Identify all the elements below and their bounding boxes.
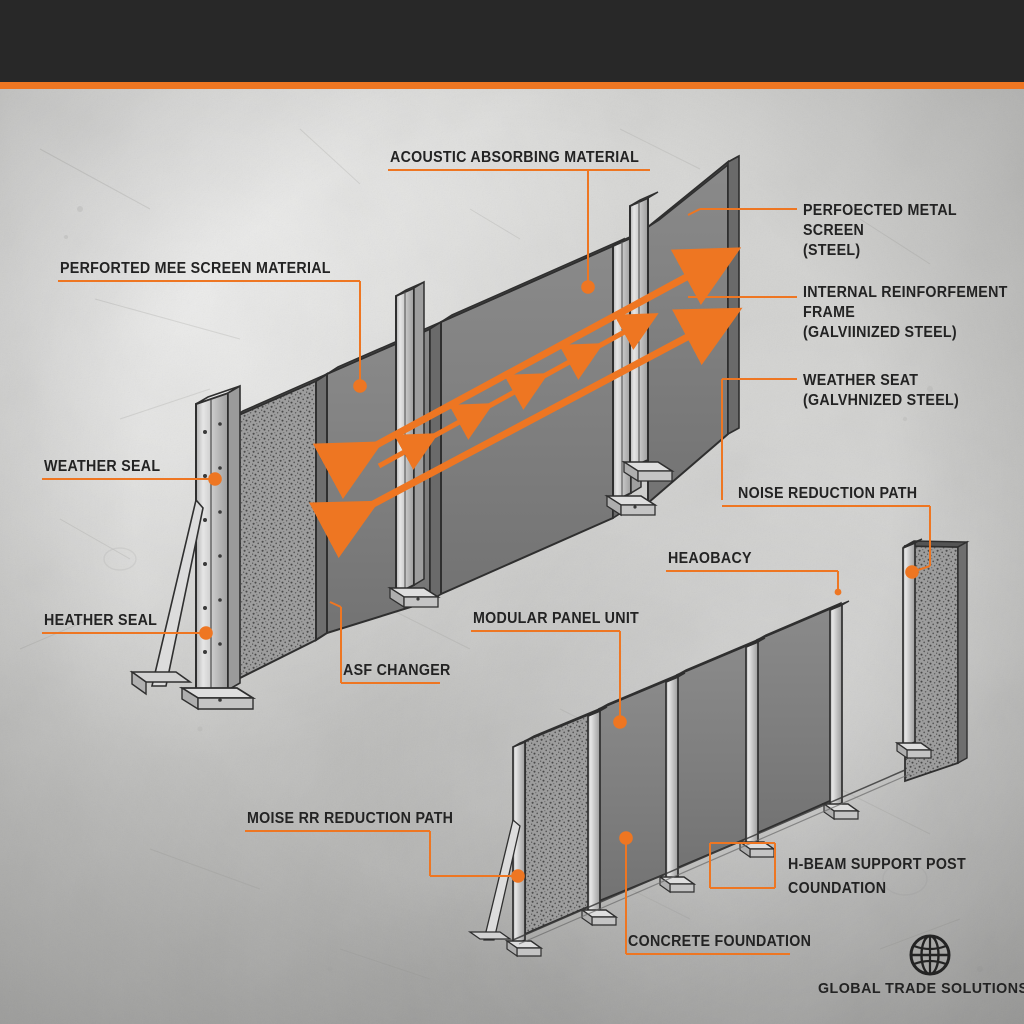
callout-weather-seal-upper: WEATHER SEAL <box>44 458 161 475</box>
callout-foundation-second-line: COUNDATION <box>788 880 887 897</box>
header-accent-rule <box>0 82 1024 89</box>
leader-noise-dot <box>905 565 931 579</box>
leader-headbacy-dot <box>834 588 842 596</box>
callout-noise-reduction-path-lower: MOISE RR REDUCTION PATH <box>247 810 454 827</box>
callout-acoustic-absorbing-material: ACOUSTIC ABSORBING MATERIAL <box>390 149 640 166</box>
globe-icon <box>909 934 951 976</box>
sec-post-3 <box>657 672 697 894</box>
sec-panel-3-screen <box>676 638 758 870</box>
callout-perforated-mesh-screen-material: PERFORTED MEE SCREEN MATERIAL <box>60 260 331 277</box>
callout-modular-panel-unit: MODULAR PANEL UNIT <box>473 610 640 627</box>
callout-asf-changer: ASF CHANGER <box>343 662 451 679</box>
callout-leaders <box>42 169 931 955</box>
sec-panel-5-absorber <box>902 540 970 783</box>
sec-post-6 <box>894 538 934 760</box>
callout-perforated-metal-screen-line2: SCREEN <box>803 222 865 239</box>
callout-h-beam-support-post: H-BEAM SUPPORT POST <box>788 856 966 873</box>
leader-screen-diag <box>687 208 701 216</box>
callout-internal-reinforcement-frame-line2: FRAME <box>803 304 856 321</box>
noise-reduction-arrows <box>309 247 743 559</box>
callout-heather-seal-lower: HEATHER SEAL <box>44 612 158 629</box>
sec-post-2 <box>579 706 619 927</box>
callout-weather-seat-line1: WEATHER SEAT <box>803 372 919 389</box>
leader-asf-diag <box>329 601 342 608</box>
callout-perforated-metal-screen-line3: (STEEL) <box>803 242 861 259</box>
callout-internal-reinforcement-frame-line1: INTERNAL REINFORFEMENT <box>803 284 1008 301</box>
callout-concrete-foundation: CONCRETE FOUNDATION <box>628 933 812 950</box>
main-panel-1-absorber <box>231 372 328 684</box>
sec-panel-4-screen <box>756 601 842 835</box>
brand-name: GLOBAL TRADE SOLUTIONS <box>818 980 1024 997</box>
sec-post-5 <box>821 600 861 821</box>
callout-internal-reinforcement-frame-line3: (GALVIINIZED STEEL) <box>803 324 957 341</box>
callout-weather-seat-line2: (GALVHNIZED STEEL) <box>803 392 960 409</box>
secondary-barrier-assembly <box>467 538 970 958</box>
sec-post-1 <box>467 737 544 958</box>
callout-noise-reduction-path-main: NOISE REDUCTION PATH <box>738 485 918 502</box>
callout-perforated-metal-screen-line1: PERFOECTED METAL <box>803 202 957 219</box>
h-beam-post-left-end <box>129 384 257 711</box>
sound-arrow-dashes <box>377 313 659 470</box>
sound-arrow-lower <box>309 307 743 559</box>
header-bar <box>0 0 1024 82</box>
callout-headbacy: HEAOBACY <box>668 550 752 567</box>
